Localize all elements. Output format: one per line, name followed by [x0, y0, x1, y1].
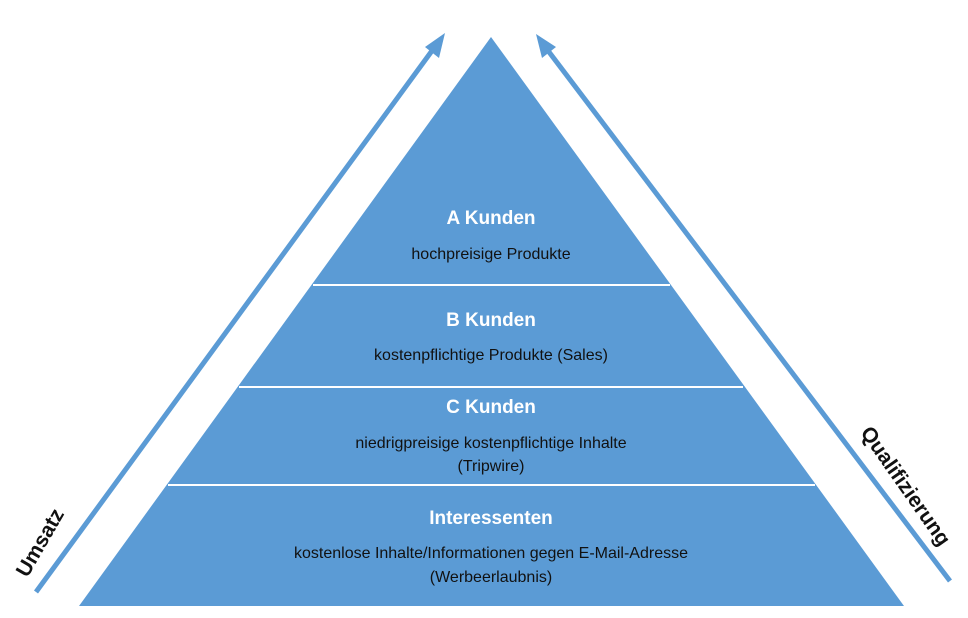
tier-b-line-1: kostenpflichtige Produkte (Sales) [374, 347, 608, 364]
tier-interessenten: Interessenten kostenlose Inhalte/Informa… [294, 508, 688, 586]
tier-interessenten-line-2: (Werbeerlaubnis) [430, 569, 552, 586]
left-axis-label: Umsatz [12, 505, 69, 581]
tier-a-title: A Kunden [446, 208, 535, 229]
tier-a-line-1: hochpreisige Produkte [411, 246, 570, 263]
tier-a: A Kunden hochpreisige Produkte [411, 208, 570, 263]
tier-c-title: C Kunden [446, 397, 536, 418]
right-axis-label: Qualifizierung [856, 422, 955, 550]
tier-c-line-1: niedrigpreisige kostenpflichtige Inhalte [355, 435, 626, 452]
arrow-up-right-icon [33, 33, 445, 594]
tier-interessenten-title: Interessenten [429, 508, 553, 529]
pyramid-shape [79, 37, 904, 606]
tier-b-title: B Kunden [446, 310, 536, 331]
tier-c-line-2: (Tripwire) [458, 458, 525, 475]
tier-c: C Kunden niedrigpreisige kostenpflichtig… [355, 397, 626, 475]
tier-b: B Kunden kostenpflichtige Produkte (Sale… [374, 310, 608, 364]
tier-interessenten-line-1: kostenlose Inhalte/Informationen gegen E… [294, 545, 688, 562]
arrow-up-left-icon [536, 34, 952, 583]
